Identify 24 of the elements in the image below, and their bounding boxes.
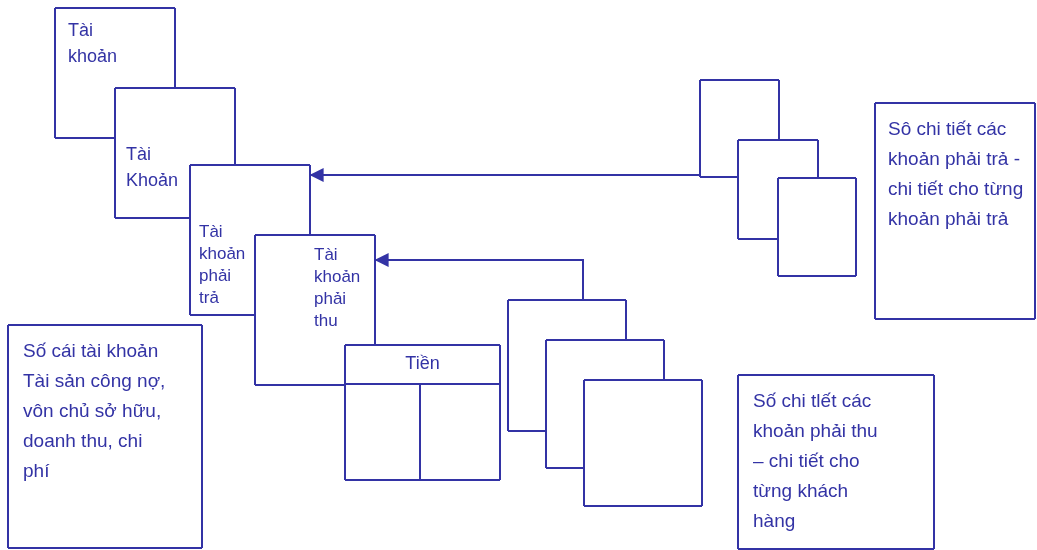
empty-page-box bbox=[777, 177, 857, 277]
ledger-box bbox=[7, 324, 203, 549]
box-label: Số chi tlết các khoản phải thu – chi tiết cho từng khách hàng bbox=[753, 389, 879, 533]
box-label: Sô chi tiết các khoản phải trả - chi tiết cho từng khoản phải trả bbox=[888, 117, 1024, 231]
account-box bbox=[54, 7, 176, 139]
empty-page-box bbox=[583, 379, 703, 507]
account-title: Tiền bbox=[404, 352, 441, 374]
box-label: Tài Khoản bbox=[126, 143, 180, 192]
arrow bbox=[374, 253, 584, 301]
empty-page-box bbox=[737, 139, 819, 240]
box-label: Số cái tài khoản Tài sản công nợ, vôn chủ sở hữu, doanh thu, chi phí bbox=[23, 339, 167, 483]
empty-page-box bbox=[545, 339, 665, 469]
box-label: Tài khoản bbox=[68, 19, 119, 68]
box-label: Tài khoản phải trả bbox=[199, 221, 247, 309]
arrow bbox=[309, 168, 701, 182]
note-box bbox=[737, 374, 935, 550]
t-account-box bbox=[344, 344, 501, 481]
box-label: Tài khoản phải thu bbox=[314, 244, 362, 332]
note-box bbox=[874, 102, 1036, 320]
account-box bbox=[189, 164, 311, 316]
empty-page-box bbox=[507, 299, 627, 432]
account-box bbox=[254, 234, 376, 386]
empty-page-box bbox=[699, 79, 780, 178]
account-box bbox=[114, 87, 236, 219]
